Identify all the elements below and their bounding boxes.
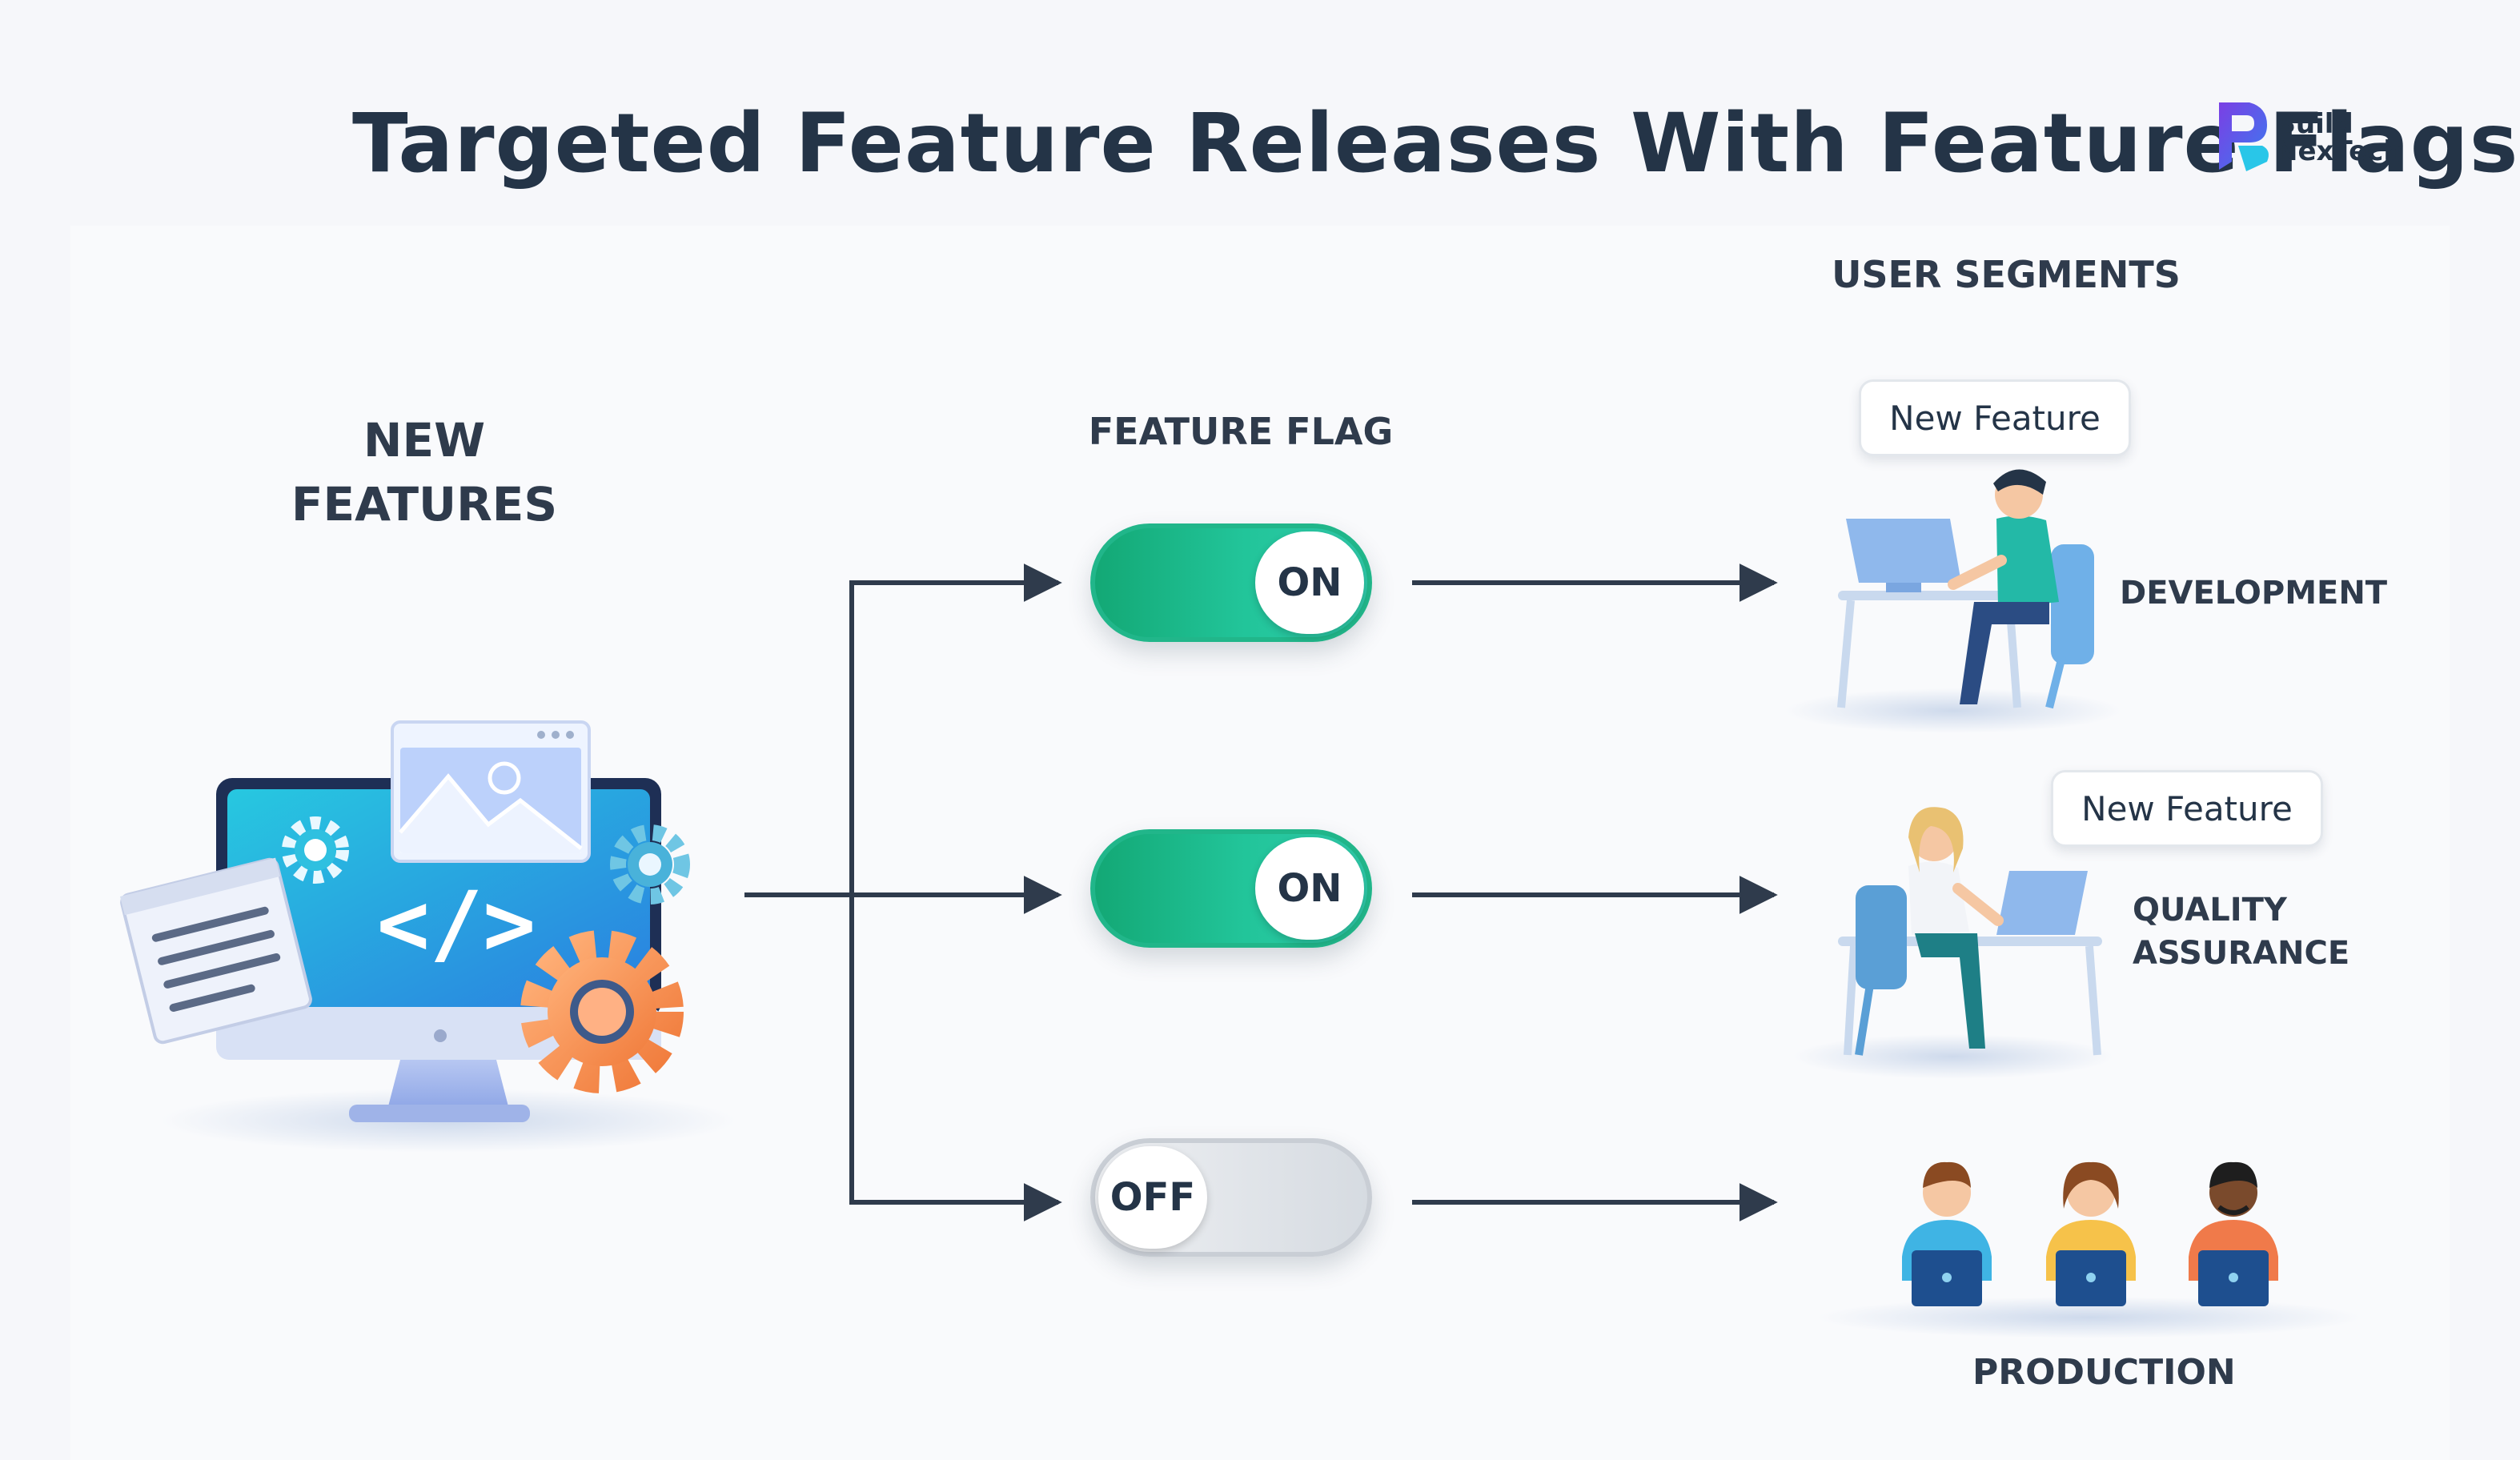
page-title: Targeted Feature Releases With Feature F… [352,96,2519,191]
qa-label-line2: ASSURANCE [2133,935,2350,972]
logo-line1: Build [2275,108,2353,140]
new-features-heading: NEW FEATURES [264,408,584,536]
feature-flag-toggle-2[interactable]: ON [1090,829,1372,948]
toggle-2-state: ON [1255,837,1364,940]
qa-label: QUALITY ASSURANCE [2133,888,2349,975]
feature-flag-toggle-3[interactable]: OFF [1090,1138,1372,1257]
new-features-line1: NEW [363,413,486,467]
document-icon [120,857,312,1045]
production-label: PRODUCTION [1972,1352,2236,1393]
new-features-line2: FEATURES [291,477,558,531]
toggle-3-state: OFF [1098,1146,1207,1249]
logo-text: Build NexTech [2275,110,2403,165]
gear-icon-side [610,824,690,904]
development-new-feature-bubble: New Feature [1859,379,2131,456]
qa-label-line1: QUALITY [2133,892,2287,929]
computer-illustration: </> [120,720,736,1153]
feature-flag-heading: FEATURE FLAG [1088,410,1394,453]
gear-icon [282,816,349,884]
connector-lines [744,564,1778,1221]
development-label: DEVELOPMENT [2120,575,2388,612]
qa-illustration [1793,807,2113,1079]
feature-flag-toggle-1[interactable]: ON [1090,523,1372,642]
production-illustration [1817,1161,2361,1338]
qa-new-feature-bubble: New Feature [2051,770,2323,847]
developer-illustration [1785,469,2121,733]
build-nextech-logo-icon [2219,102,2269,171]
orange-gear-icon [520,930,684,1093]
toggle-1-state: ON [1255,531,1364,634]
logo-line2: NexTech [2275,135,2403,167]
user-segments-heading: USER SEGMENTS [1832,253,2181,296]
code-symbol: </> [377,872,536,975]
